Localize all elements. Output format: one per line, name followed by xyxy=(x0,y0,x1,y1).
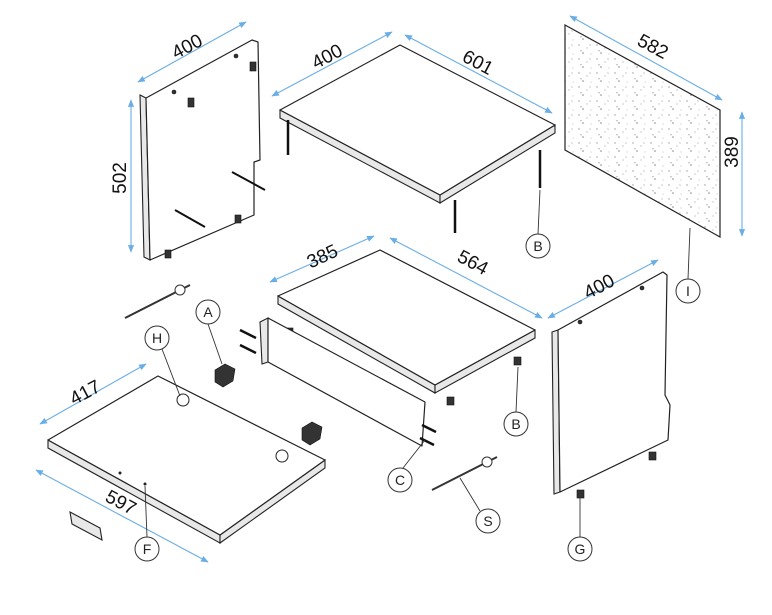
callout-G: G xyxy=(567,498,593,562)
callout-H: H xyxy=(144,325,181,397)
callout-C: C xyxy=(387,439,426,493)
dim-back-height: 389 xyxy=(722,111,746,237)
dim-label: 601 xyxy=(459,46,497,79)
callout-label: B xyxy=(533,238,542,254)
dim-label: 400 xyxy=(168,30,206,63)
back-panel xyxy=(564,23,721,239)
callout-label: G xyxy=(575,541,586,557)
callout-A: A xyxy=(195,299,223,365)
dim-label: 417 xyxy=(66,376,104,409)
callout-S: S xyxy=(459,477,501,534)
callout-label: F xyxy=(143,541,152,557)
dim-label: 385 xyxy=(304,241,342,273)
top-panel xyxy=(279,44,556,233)
front-rail xyxy=(239,317,437,447)
dim-label: 389 xyxy=(722,136,743,168)
dim-label: 582 xyxy=(634,30,672,63)
callout-label: S xyxy=(483,513,492,529)
right-side-panel xyxy=(551,271,671,499)
dim-label: 400 xyxy=(580,270,618,303)
callout-label: B xyxy=(511,416,520,432)
hardware-parts xyxy=(69,284,498,542)
left-side-panel xyxy=(139,39,266,261)
callout-label: A xyxy=(203,304,213,320)
callout-label: C xyxy=(395,472,405,488)
callout-B-top: B xyxy=(525,189,551,259)
callout-B-shelf: B xyxy=(503,366,529,437)
dim-label: 502 xyxy=(110,162,131,194)
callout-label: I xyxy=(686,283,690,299)
callout-label: H xyxy=(152,330,162,346)
callout-F: F xyxy=(134,485,160,562)
callout-I: I xyxy=(675,227,701,304)
dim-left-side-height: 502 xyxy=(110,99,135,253)
dim-label: 400 xyxy=(308,40,346,73)
